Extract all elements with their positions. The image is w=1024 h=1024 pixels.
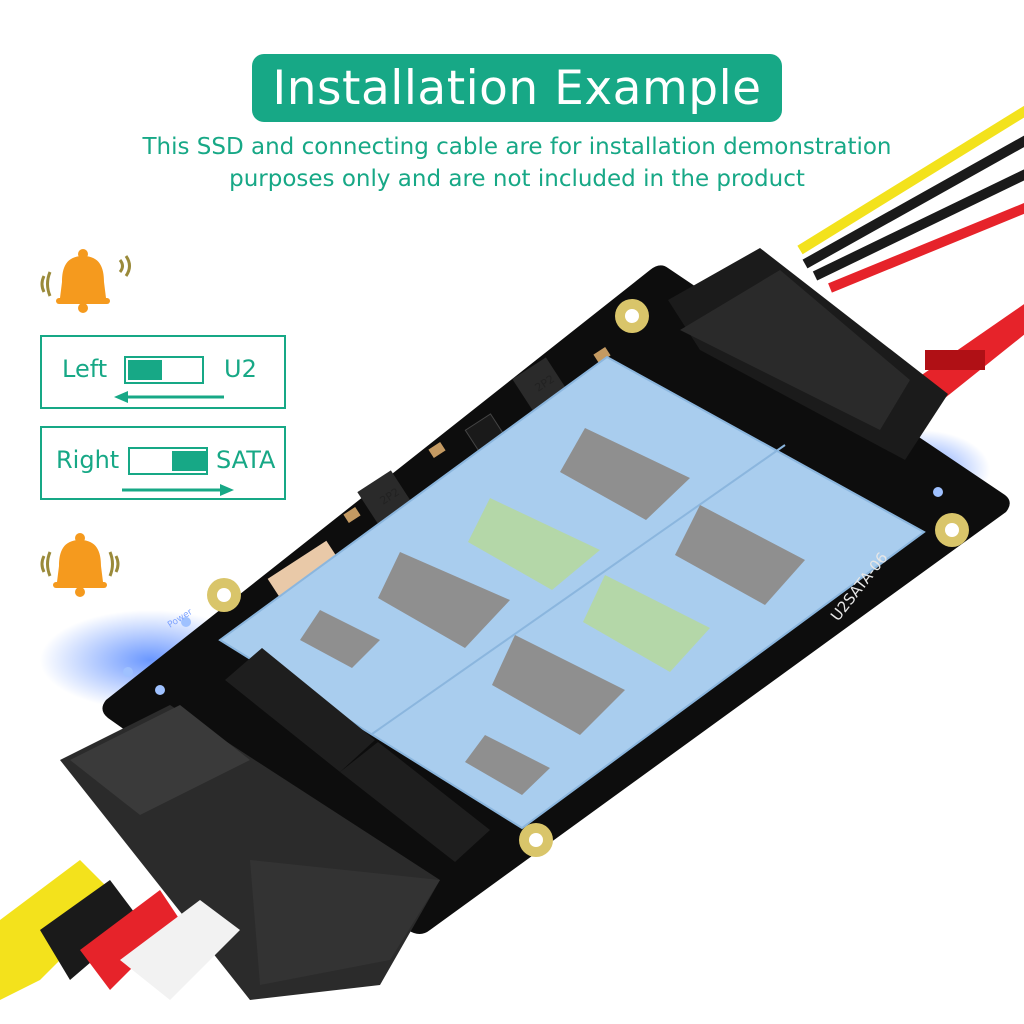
sata-power-connector	[668, 248, 948, 460]
sff-connector	[0, 705, 440, 1000]
switch-mode-sata: SATA	[216, 446, 276, 474]
toggle-knob	[172, 451, 206, 471]
toggle-knob	[128, 360, 162, 380]
toggle-switch-right	[128, 447, 208, 475]
m2-ssd	[218, 355, 926, 830]
arrow-left-icon	[114, 391, 224, 403]
switch-label-left: Left	[62, 355, 108, 383]
arrow-right-icon	[122, 484, 234, 496]
bell-icon	[40, 533, 120, 597]
subtitle-line-2: purposes only and are not included in th…	[229, 166, 805, 192]
switch-mode-u2: U2	[224, 355, 257, 383]
title-banner: Installation Example	[252, 54, 782, 122]
subtitle-line-1: This SSD and connecting cable are for in…	[142, 134, 892, 160]
switch-guide-right: Right SATA	[40, 426, 286, 500]
switch-label-right: Right	[56, 446, 120, 474]
switch-guide-left: Left U2	[40, 335, 286, 409]
bell-icon	[40, 249, 131, 313]
page-title: Installation Example	[272, 60, 762, 116]
m2-slots	[225, 648, 490, 862]
toggle-switch-left	[124, 356, 204, 384]
